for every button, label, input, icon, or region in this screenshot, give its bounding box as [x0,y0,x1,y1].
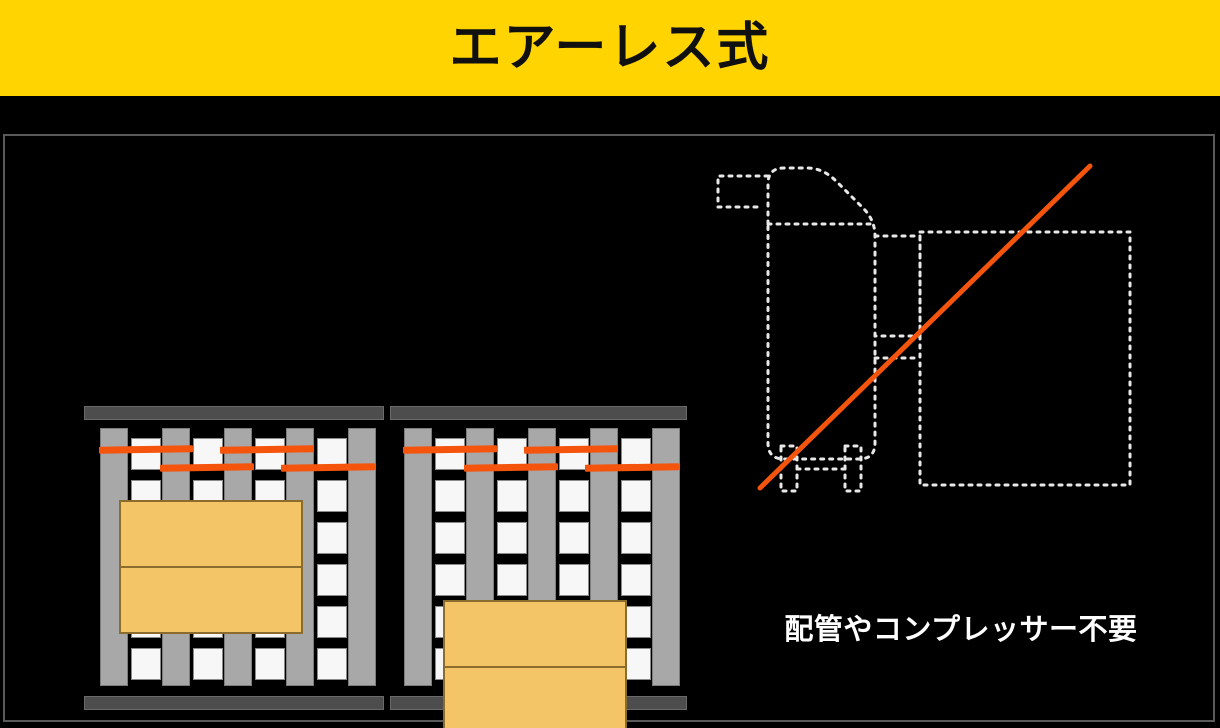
cell [131,648,161,680]
page-title: エアーレス式 [449,18,771,78]
strikethrough-line [757,163,1093,491]
cell [317,564,347,596]
bottom-rail-left [84,696,384,710]
laser-line [463,463,559,472]
stack-bar [652,428,680,686]
air-tank-outline [766,166,877,461]
stack-bar [404,428,432,686]
laser-line [280,463,376,472]
cell [193,648,223,680]
panel-stack-right [443,600,627,728]
cell [559,522,589,554]
laser-line [219,445,315,454]
cell [435,564,465,596]
pump-block-outline [873,234,922,338]
cell [621,522,651,554]
laser-line [523,445,619,454]
cell [435,480,465,512]
stack-bar [348,428,376,686]
cell [621,564,651,596]
cell [255,648,285,680]
panel-handling-diagram [5,136,705,728]
cell [131,438,161,470]
cell [435,438,465,470]
top-rail-right [390,406,687,420]
panel-stack-left [119,500,303,634]
cell [255,438,285,470]
panel-split-line [121,566,301,568]
cell [497,480,527,512]
laser-line [402,445,498,454]
no-compressor-illustration: 配管やコンプレッサー不要 [705,136,1217,724]
cell [497,564,527,596]
laser-line [159,463,255,472]
top-rail-left [84,406,384,420]
cell [317,522,347,554]
cell [559,480,589,512]
cell [317,480,347,512]
cell [435,522,465,554]
laser-line [584,463,680,472]
cell [559,438,589,470]
compressor-outline-svg [716,163,1132,493]
laser-line [98,445,194,454]
content-frame: 配管やコンプレッサー不要 [3,134,1217,728]
cell [497,522,527,554]
dryer-cabinet-outline [918,230,1132,487]
header-banner: エアーレス式 [0,0,1220,96]
cell [621,480,651,512]
no-compressor-caption: 配管やコンプレッサー不要 [784,612,1138,646]
outlet-nozzle-outline [716,174,770,209]
panel-split-line [445,666,625,668]
cell [317,648,347,680]
cell [317,606,347,638]
cell [559,564,589,596]
